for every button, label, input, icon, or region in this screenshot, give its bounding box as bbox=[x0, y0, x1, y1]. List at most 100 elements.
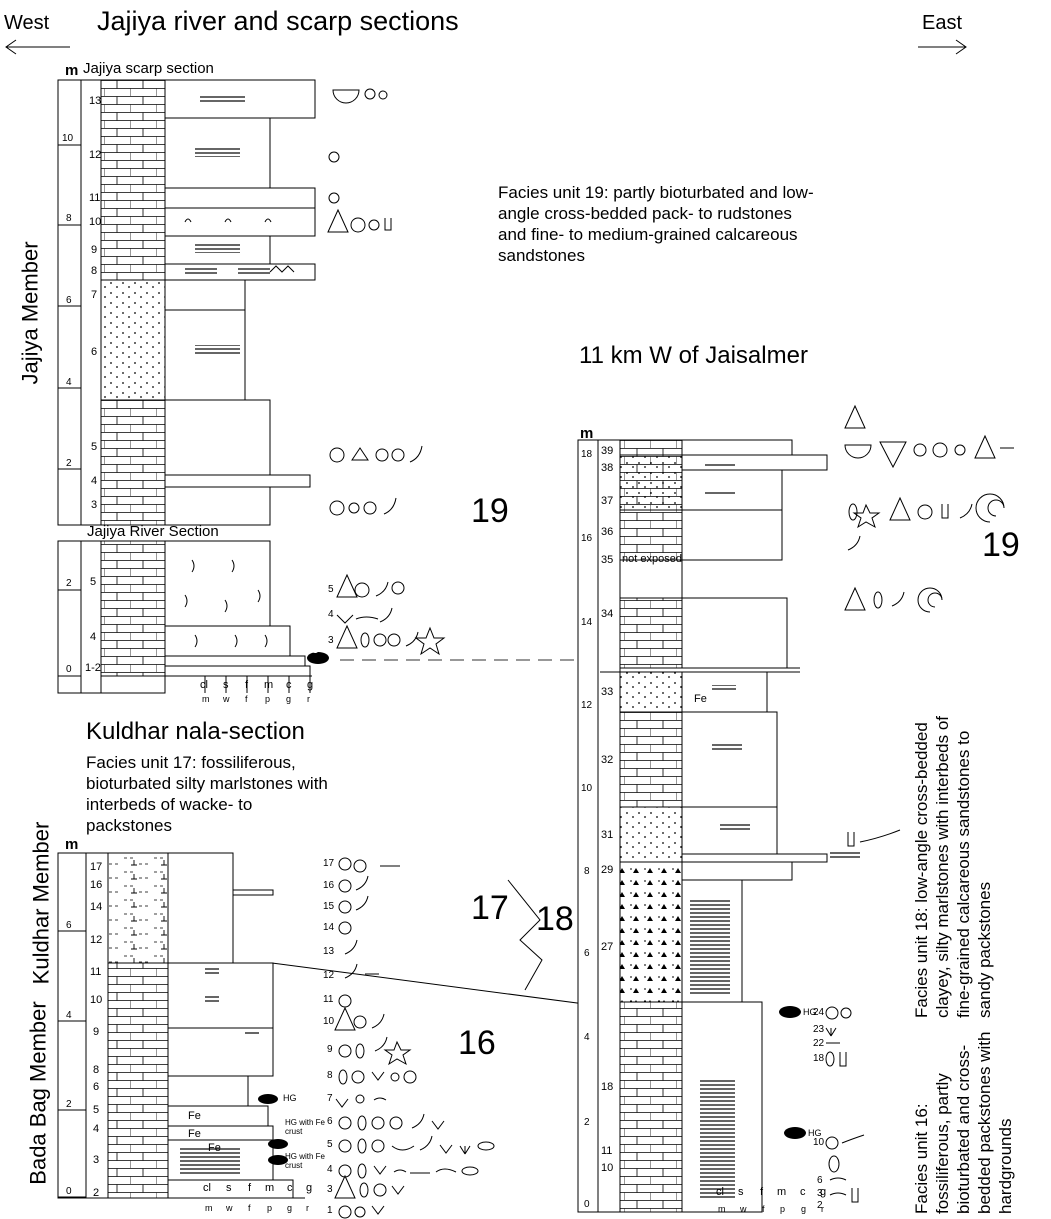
fossil-bed-number: 8 bbox=[327, 1070, 333, 1081]
svg-text:32: 32 bbox=[601, 754, 613, 766]
scale-unit-jaisalmer: m bbox=[580, 425, 594, 442]
grain-label-b-w: w bbox=[740, 1204, 747, 1214]
facies-16-correlation-line bbox=[271, 962, 601, 1007]
fossil-bed-number: 7 bbox=[327, 1093, 333, 1104]
svg-text:35: 35 bbox=[601, 554, 613, 566]
svg-text:17: 17 bbox=[90, 861, 102, 873]
grain-label-b-p: p bbox=[265, 694, 271, 704]
svg-text:3: 3 bbox=[93, 1154, 99, 1166]
jajiya-scarp-column bbox=[57, 79, 316, 526]
svg-text:11: 11 bbox=[89, 192, 100, 204]
kuldhar-fossils bbox=[334, 857, 495, 1219]
svg-text:8: 8 bbox=[91, 265, 97, 277]
hg-label-jaisalmer-2: HG bbox=[808, 1128, 822, 1138]
grain-label-s: s bbox=[738, 1186, 744, 1198]
unit-label-19-left: 19 bbox=[471, 492, 509, 530]
grain-label-c: c bbox=[287, 1182, 293, 1194]
fossil-bed-number: 5 bbox=[327, 1139, 333, 1150]
svg-text:2: 2 bbox=[66, 1099, 72, 1110]
svg-text:6: 6 bbox=[66, 295, 72, 306]
svg-text:4: 4 bbox=[91, 475, 97, 487]
svg-text:6: 6 bbox=[91, 346, 97, 358]
grain-label-b-p: p bbox=[780, 1204, 786, 1214]
svg-text:2: 2 bbox=[584, 1117, 590, 1128]
grain-label-m: m bbox=[777, 1186, 787, 1198]
section-title-jajiya-scarp: Jajiya scarp section bbox=[83, 60, 214, 77]
grain-label-cl: cl bbox=[200, 679, 208, 691]
fossil-bed-number: 3 bbox=[327, 1184, 333, 1195]
river-fossils bbox=[336, 573, 446, 656]
grain-label-b-r: r bbox=[306, 1203, 309, 1213]
bada-bag-member-label: Bada Bag Member bbox=[25, 1001, 51, 1185]
svg-text:10: 10 bbox=[90, 994, 102, 1006]
grain-label-b-m: m bbox=[718, 1204, 726, 1214]
hg-label-river: HG bbox=[305, 645, 319, 655]
svg-text:4: 4 bbox=[90, 631, 96, 643]
svg-text:4: 4 bbox=[66, 377, 72, 388]
svg-text:34: 34 bbox=[601, 608, 613, 620]
svg-text:14: 14 bbox=[90, 901, 102, 913]
grain-label-f: f bbox=[760, 1186, 764, 1198]
unit-label-19-right: 19 bbox=[982, 526, 1020, 564]
svg-text:10: 10 bbox=[62, 133, 74, 144]
fossil-bed-number: 23 bbox=[813, 1024, 825, 1035]
grain-label-b-r: r bbox=[821, 1204, 824, 1214]
svg-text:29: 29 bbox=[601, 864, 613, 876]
svg-text:7: 7 bbox=[91, 289, 97, 301]
fossil-bed-number: 15 bbox=[323, 901, 335, 912]
facies-19-description: Facies unit 19: partly bioturbated and l… bbox=[498, 183, 814, 265]
svg-text:18: 18 bbox=[581, 449, 593, 460]
facies-17-description: Facies unit 17: fossiliferous, bioturbat… bbox=[86, 753, 328, 835]
svg-text:2: 2 bbox=[66, 578, 72, 589]
svg-text:9: 9 bbox=[93, 1026, 99, 1038]
fossil-bed-number: 6 bbox=[817, 1175, 823, 1186]
svg-text:36: 36 bbox=[601, 526, 613, 538]
fossil-bed-number: 22 bbox=[813, 1038, 825, 1049]
svg-text:16: 16 bbox=[581, 533, 593, 544]
fe-label-kuldhar-1: Fe bbox=[188, 1110, 201, 1122]
unit-label-18: 18 bbox=[536, 900, 574, 938]
facies-16-description: Facies unit 16: fossiliferous, partly bi… bbox=[912, 1031, 1015, 1214]
fe-label-jaisalmer: Fe bbox=[694, 693, 707, 705]
svg-text:16: 16 bbox=[90, 879, 102, 891]
svg-text:12: 12 bbox=[581, 700, 593, 711]
fossil-bed-number: 18 bbox=[813, 1053, 825, 1064]
svg-text:39: 39 bbox=[601, 445, 613, 457]
jaisalmer-fossils bbox=[825, 404, 1014, 1203]
grain-label-m: m bbox=[265, 1182, 275, 1194]
grain-label-b-p: p bbox=[267, 1203, 273, 1213]
fossil-bed-number: 24 bbox=[813, 1007, 825, 1018]
fossil-bed-number: 2 bbox=[817, 1200, 823, 1211]
svg-text:8: 8 bbox=[93, 1064, 99, 1076]
section-title-kuldhar-nala: Kuldhar nala-section bbox=[86, 718, 305, 745]
svg-text:1-2: 1-2 bbox=[85, 662, 101, 674]
svg-text:5: 5 bbox=[93, 1104, 99, 1116]
grain-label-g: g bbox=[307, 679, 314, 691]
svg-text:4: 4 bbox=[584, 1032, 590, 1043]
facies-17-18-boundary bbox=[507, 879, 543, 991]
grain-label-b-g: g bbox=[801, 1204, 807, 1214]
jajiya-river-column bbox=[57, 540, 312, 694]
grain-label-b-g: g bbox=[286, 694, 292, 704]
fossil-bed-number: 17 bbox=[323, 858, 335, 869]
unit-label-16: 16 bbox=[458, 1024, 496, 1062]
svg-text:11: 11 bbox=[601, 1145, 612, 1157]
grain-label-cl: cl bbox=[716, 1186, 724, 1198]
grain-label-f: f bbox=[245, 679, 249, 691]
fossil-bed-number: 6 bbox=[327, 1116, 333, 1127]
fe-label-kuldhar-2: Fe bbox=[188, 1128, 201, 1140]
svg-text:9: 9 bbox=[91, 244, 97, 256]
svg-text:11: 11 bbox=[90, 966, 101, 978]
svg-text:0: 0 bbox=[66, 1186, 72, 1197]
svg-text:4: 4 bbox=[66, 1010, 72, 1021]
fossil-bed-number: 3 bbox=[328, 635, 334, 646]
section-title-jajiya-river: Jajiya River Section bbox=[87, 523, 219, 540]
fossil-bed-number: 9 bbox=[327, 1044, 333, 1055]
svg-text:3: 3 bbox=[91, 499, 97, 511]
svg-text:14: 14 bbox=[581, 617, 593, 628]
scale-unit-kuldhar: m bbox=[65, 836, 79, 853]
